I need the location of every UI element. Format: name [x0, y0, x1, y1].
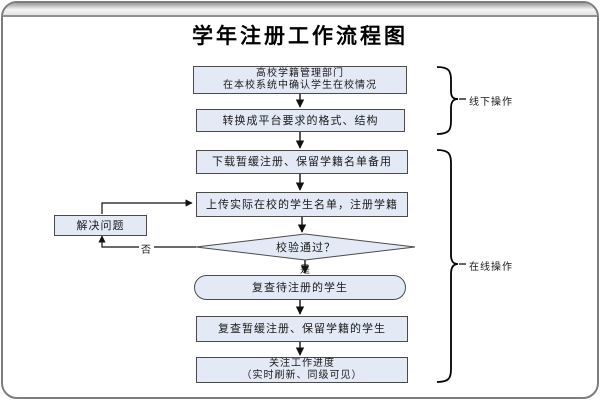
no-branch-connector — [98, 235, 196, 248]
node-confirm-status: 高校学籍管理部门 在本校系统中确认学生在校情况 — [193, 66, 407, 94]
offline-group-label: 线下操作 — [469, 97, 513, 108]
flowchart-canvas: 学年注册工作流程图 高校学籍管理部门 在本校系统中确认学生在校情况 转换成平台要… — [3, 3, 597, 397]
node-confirm-status-line2: 在本校系统中确认学生在校情况 — [223, 80, 377, 91]
online-group-label: 在线操作 — [469, 262, 513, 273]
yes-label: 是 — [300, 265, 311, 276]
page-title: 学年注册工作流程图 — [192, 24, 408, 48]
decision-diamond — [195, 233, 416, 261]
node-solve-problem: 解决问题 — [54, 215, 147, 236]
node-upload-register: 上传实际在校的学生名单，注册学籍 — [196, 192, 408, 217]
node-track-progress-line1: 关注工作进度 — [269, 358, 335, 369]
connector-layer — [98, 66, 466, 383]
solve-return-connector — [101, 199, 193, 214]
node-track-progress-line2: （实时刷新、同级可见） — [241, 370, 363, 381]
window-titlebar — [3, 3, 597, 17]
no-label: 否 — [139, 241, 154, 256]
offline-brace — [436, 66, 459, 135]
node-confirm-status-line1: 高校学籍管理部门 — [256, 68, 344, 79]
node-convert-format: 转换成平台要求的格式、结构 — [196, 109, 405, 132]
online-brace — [436, 149, 459, 383]
decision-label: 校验通过？ — [276, 241, 336, 254]
node-review-pending: 复查待注册的学生 — [194, 275, 406, 300]
node-download-list: 下载暂缓注册、保留学籍名单备用 — [196, 150, 408, 174]
node-review-deferred: 复查暂缓注册、保留学籍的学生 — [196, 316, 408, 342]
node-track-progress: 关注工作进度 （实时刷新、同级可见） — [196, 357, 408, 383]
